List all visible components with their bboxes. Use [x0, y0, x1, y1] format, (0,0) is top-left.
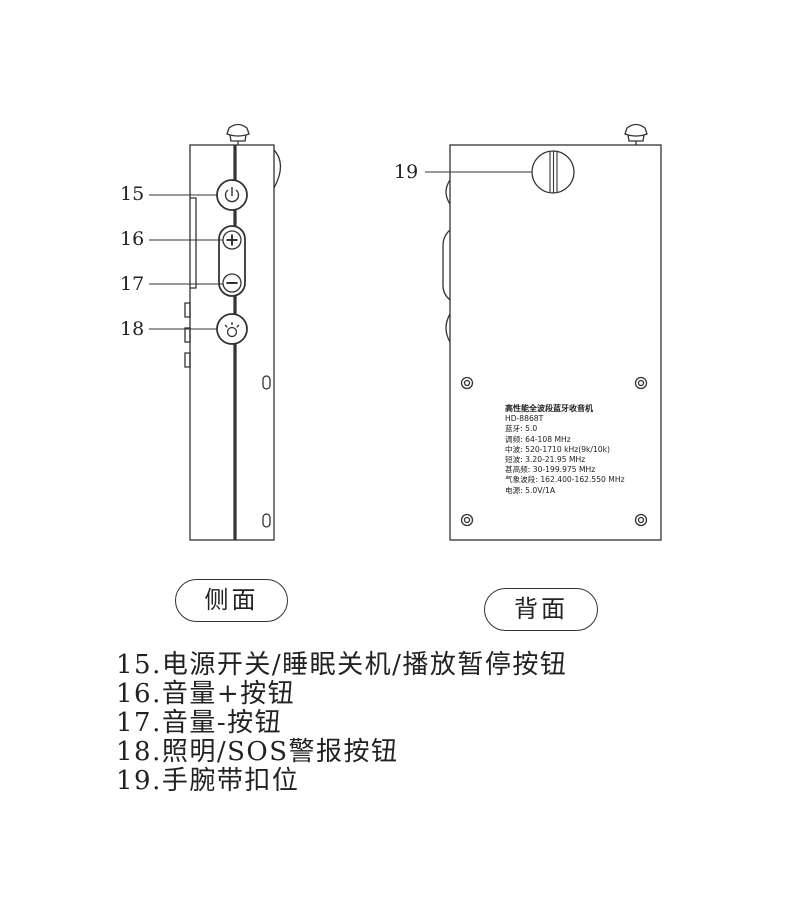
- power-icon: [224, 187, 240, 203]
- legend-item-19: 19.手腕带扣位: [116, 766, 300, 796]
- side-antenna-knob: [226, 123, 250, 145]
- screw-top-right: [634, 376, 648, 390]
- button-legend: 15.电源开关/睡眠关机/播放暂停按钮 16.音量+按钮 17.音量-按钮 18…: [116, 651, 567, 796]
- spec-line: 甚高频: 30-199.975 MHz: [505, 465, 596, 475]
- volume-rocker: [218, 225, 246, 297]
- callout-17: 17: [120, 273, 145, 295]
- back-view-device: [425, 123, 662, 541]
- callout-15: 15: [120, 183, 145, 205]
- spec-title: 高性能全波段蓝牙收音机: [505, 404, 593, 413]
- back-antenna-knob: [624, 123, 648, 145]
- screw-bottom-right: [634, 513, 648, 527]
- side-port-3: [184, 352, 191, 368]
- back-edge-bump-3: [445, 313, 451, 343]
- power-button: [216, 179, 248, 211]
- callout-16: 16: [120, 228, 145, 250]
- spec-line: 电源: 5.0V/1A: [505, 485, 556, 495]
- spec-line: 调频: 64-108 MHz: [505, 434, 571, 444]
- spec-line: 蓝牙: 5.0: [505, 424, 538, 434]
- callout-19: 19: [394, 161, 419, 183]
- spec-line: 中波: 520-1710 kHz(9k/10k): [505, 444, 610, 454]
- back-edge-bump-2: [442, 229, 451, 301]
- screw-top-left: [460, 376, 474, 390]
- side-view-label: 侧面: [175, 579, 288, 622]
- spec-model: HD-8868T: [505, 414, 544, 424]
- legend-item-18: 18.照明/SOS警报按钮: [116, 737, 399, 767]
- back-view-label: 背面: [484, 588, 598, 631]
- side-slot-top: [262, 375, 271, 390]
- screw-bottom-left: [460, 513, 474, 527]
- back-edge-bump-1: [445, 179, 451, 205]
- legend-item-15: 15.电源开关/睡眠关机/播放暂停按钮: [116, 650, 568, 680]
- plus-icon: [226, 234, 238, 246]
- spec-line: 短波: 3.20-21.95 MHz: [505, 455, 586, 465]
- strap-slot: [531, 150, 575, 194]
- back-body: [449, 144, 662, 541]
- legend-item-17: 17.音量-按钮: [116, 708, 283, 738]
- spec-line: 气象波段: 162.400-162.550 MHz: [505, 475, 625, 485]
- side-left-ridge: [190, 197, 197, 289]
- side-port-1: [184, 302, 191, 318]
- callout-18: 18: [120, 318, 145, 340]
- side-port-2: [184, 327, 191, 343]
- light-icon: [224, 322, 240, 338]
- light-sos-button: [216, 313, 248, 345]
- side-strap-bump: [273, 149, 282, 189]
- side-view-device: [149, 123, 282, 541]
- side-slot-bottom: [262, 513, 271, 528]
- spec-label: 高性能全波段蓝牙收音机 HD-8868T 蓝牙: 5.0 调频: 64-108 …: [505, 404, 625, 496]
- legend-item-16: 16.音量+按钮: [116, 679, 296, 709]
